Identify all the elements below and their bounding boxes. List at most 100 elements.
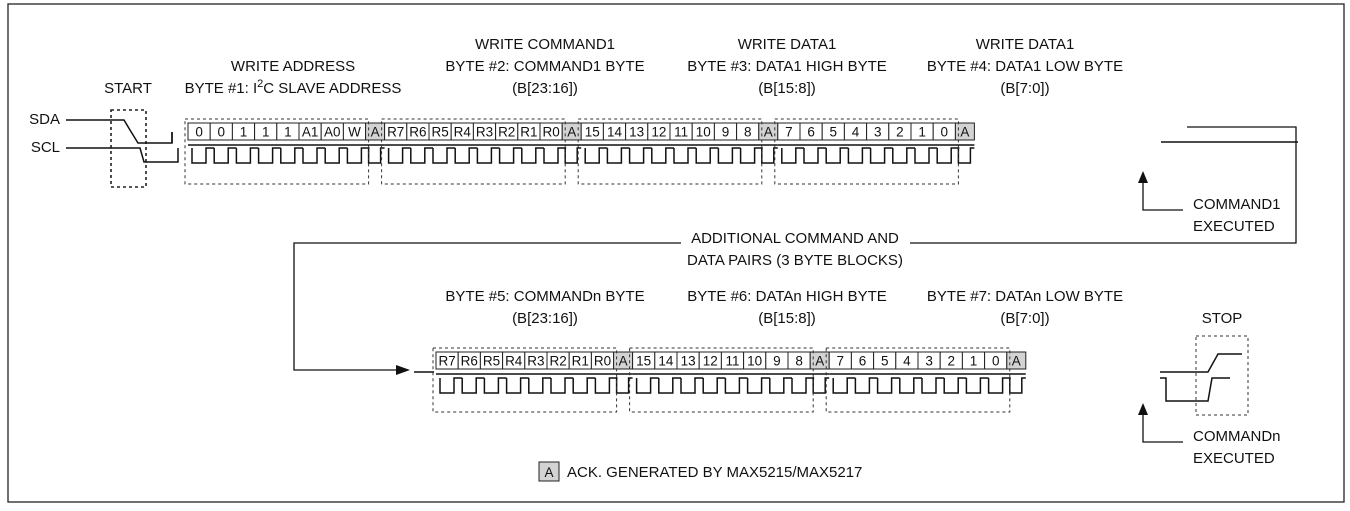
scl-pulse: [987, 377, 1011, 394]
scl-pulse: [410, 147, 433, 164]
scl-pulse: [461, 377, 485, 394]
stop-label: STOP: [1202, 310, 1243, 327]
bit-label: 1: [262, 125, 270, 140]
bit-label: 1: [240, 125, 248, 140]
scl-pulse: [213, 147, 237, 164]
scl-pulse: [702, 377, 726, 394]
bit-label: 14: [658, 354, 674, 369]
scl-pulse: [594, 377, 618, 394]
scl-pulse: [235, 147, 259, 164]
connector-left: [293, 242, 681, 371]
bit-label: 7: [785, 125, 793, 140]
bit-label: 10: [747, 354, 762, 369]
scl-pulse: [476, 147, 500, 164]
scl-ack-pulse: [615, 377, 633, 394]
ack-label: A: [371, 125, 380, 140]
bit-label: 1: [918, 125, 926, 140]
scl-pulse: [899, 377, 922, 394]
scl-pulse: [803, 147, 827, 164]
row1-scl-pulses: [188, 144, 975, 164]
connector-right: [910, 126, 1297, 244]
scl-pulse: [825, 147, 849, 164]
commandn-executed-line1: COMMANDn: [1193, 428, 1281, 445]
scl-pulse: [717, 147, 741, 164]
bit-label: A0: [324, 125, 341, 140]
bit-label: 2: [948, 354, 956, 369]
bit-label: R3: [476, 125, 493, 140]
commandn-executed-line2: EXECUTED: [1193, 450, 1275, 467]
scl-pulse: [965, 377, 989, 394]
bit-label: 12: [651, 125, 666, 140]
bit-label: R2: [549, 354, 566, 369]
scl-ack-pulse: [367, 147, 385, 164]
sda-start-transition: [66, 119, 173, 144]
byte-box: [825, 347, 1011, 413]
bit-label: R7: [387, 125, 404, 140]
bit-label: R5: [431, 125, 448, 140]
scl-pulse: [876, 377, 900, 394]
byte4-subtitle: BYTE #4: DATA1 LOW BYTE: [927, 58, 1123, 75]
bit-label: 15: [636, 354, 651, 369]
bit-label: R6: [461, 354, 478, 369]
row2-scl-pulses: [436, 373, 1026, 394]
scl-pulse: [658, 377, 681, 394]
bit-label: R3: [527, 354, 544, 369]
scl-pulse: [854, 377, 878, 394]
bit-label: 8: [795, 354, 803, 369]
bit-label: R7: [438, 354, 455, 369]
bit-label: 7: [837, 354, 845, 369]
bit-label: R2: [498, 125, 515, 140]
scl-pulse: [584, 147, 608, 164]
scl-ack-pulse: [812, 377, 830, 394]
byte4-title: WRITE DATA1: [976, 36, 1075, 53]
connector-arrow-head: [396, 365, 410, 375]
scl-label: SCL: [31, 139, 60, 156]
byte-box: [577, 118, 763, 185]
command1-executed-line1: COMMAND1: [1193, 196, 1281, 213]
row2-byte-boxes: [432, 347, 1011, 413]
scl-pulse: [528, 377, 551, 394]
scl-pulse: [869, 147, 893, 164]
stop-condition-box: [1195, 335, 1249, 416]
scl-pulse: [324, 147, 348, 164]
bit-label: 1: [970, 354, 978, 369]
ack-label: A: [567, 125, 576, 140]
start-label: START: [104, 80, 152, 97]
bit-label: 9: [773, 354, 781, 369]
scl-pulse: [635, 377, 659, 394]
bit-label: 4: [903, 354, 911, 369]
scl-ack-pulse: [761, 147, 778, 164]
additional-pairs-line1: ADDITIONAL COMMAND AND: [691, 230, 899, 247]
scl-pulse: [346, 147, 370, 164]
bit-label: 13: [629, 125, 644, 140]
commandn-arrow-line: [1142, 415, 1183, 443]
scl-ack-pulse: [564, 147, 582, 164]
byte-box: [774, 118, 959, 185]
bit-label: 3: [925, 354, 933, 369]
byte5-range: (B[23:16]): [512, 310, 578, 327]
byte3-subtitle: BYTE #3: DATA1 HIGH BYTE: [687, 58, 887, 75]
bit-label: 14: [607, 125, 623, 140]
ack-cell: [954, 122, 975, 141]
scl-pulse: [521, 147, 544, 164]
scl-pulse: [550, 377, 574, 394]
bit-label: 10: [696, 125, 711, 140]
bit-label: 11: [725, 354, 739, 369]
scl-start: [66, 147, 179, 163]
scl-pulse: [769, 377, 792, 394]
start-condition-box: [110, 109, 147, 188]
bit-label: 3: [874, 125, 882, 140]
scl-pulse: [936, 147, 960, 164]
bit-label: 0: [195, 125, 203, 140]
bit-label: 0: [941, 125, 949, 140]
legend-text: ACK. GENERATED BY MAX5215/MAX5217: [567, 464, 862, 481]
bit-label: R4: [505, 354, 523, 369]
legend-ack-symbol: A: [544, 465, 553, 480]
scl-pulse: [781, 147, 804, 164]
additional-pairs-line2: DATA PAIRS (3 BYTE BLOCKS): [687, 252, 903, 269]
scl-pulse: [746, 377, 770, 394]
scl-pulse: [791, 377, 815, 394]
